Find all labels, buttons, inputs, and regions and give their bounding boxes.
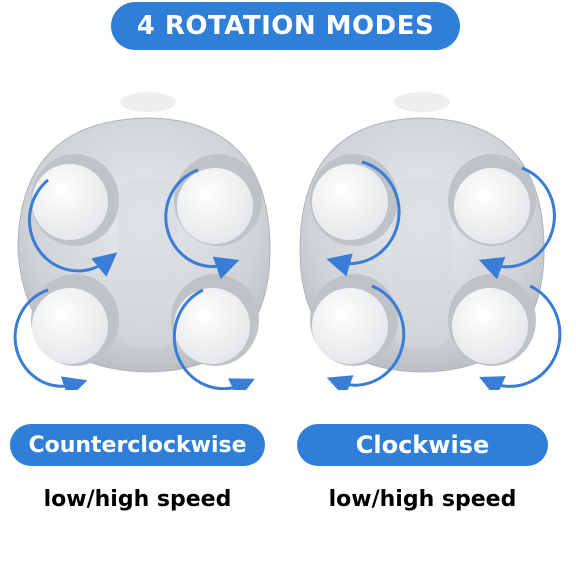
title-text: 4 ROTATION MODES xyxy=(136,11,435,41)
massager-head-counterclockwise xyxy=(8,90,278,390)
mode-label-counterclockwise: Counterclockwise xyxy=(10,424,265,466)
rotation-arrow-icon xyxy=(13,288,88,390)
rotation-arrow-icon xyxy=(164,168,240,280)
massage-node-bottom-left xyxy=(310,274,398,366)
mode-label-text: Clockwise xyxy=(355,431,490,459)
massager-illustration xyxy=(13,92,271,390)
speed-caption-counterclockwise: low/high speed xyxy=(43,486,232,512)
massage-node-top-right xyxy=(174,154,262,246)
massage-node-bottom-right xyxy=(171,274,259,366)
massage-node-top-right xyxy=(448,154,536,246)
mode-label-text: Counterclockwise xyxy=(28,432,247,458)
rotation-arrow-icon xyxy=(478,166,556,280)
massage-node-bottom-left xyxy=(31,274,119,366)
rotation-arrow-icon xyxy=(172,288,255,390)
rotation-arrow-icon xyxy=(326,284,406,390)
rotation-arrow-icon xyxy=(479,284,562,390)
speed-caption-clockwise: low/high speed xyxy=(328,486,517,512)
mode-label-clockwise: Clockwise xyxy=(297,424,548,466)
massage-node-top-left xyxy=(310,154,398,246)
rotation-arrow-icon xyxy=(28,178,118,277)
massage-node-bottom-right xyxy=(448,274,536,366)
massage-node-top-left xyxy=(31,154,119,246)
massager-head-clockwise xyxy=(292,90,562,390)
rotation-arrow-icon xyxy=(326,160,401,277)
massager-illustration xyxy=(299,92,562,390)
title-banner: 4 ROTATION MODES xyxy=(111,2,460,50)
